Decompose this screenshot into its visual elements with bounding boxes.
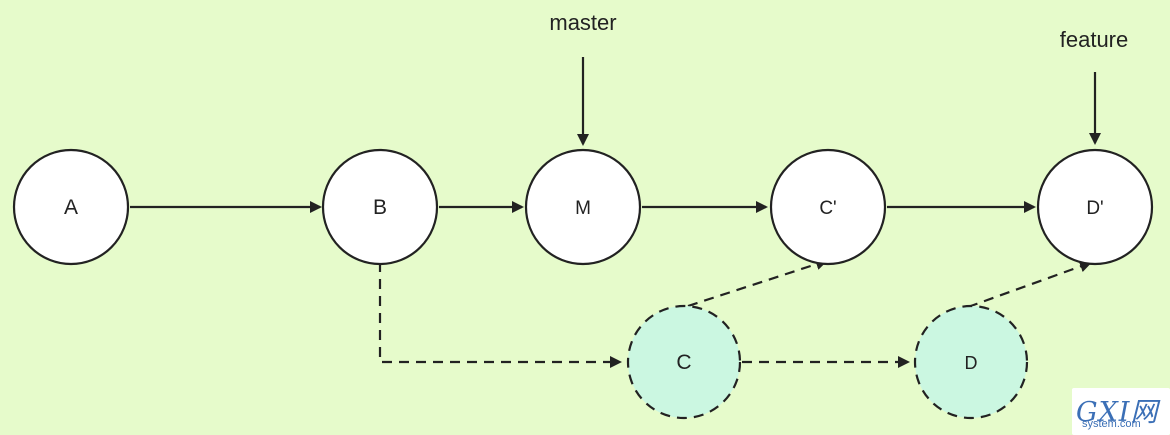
- feature-branch-label: feature: [1060, 27, 1129, 52]
- site-watermark: GXI网 system.com: [1072, 388, 1170, 435]
- commit-label-b: B: [373, 196, 387, 219]
- commit-label-m: M: [575, 198, 591, 219]
- commit-label-d-prime: D': [1086, 198, 1103, 219]
- edge-c-to-c-prime-dashed: [687, 258, 828, 308]
- old-commit-node-c: C: [626, 304, 742, 420]
- edge-d-to-d-prime-dashed: [967, 260, 1092, 309]
- edge-b-to-c-dashed: [378, 262, 622, 368]
- commit-label-c-prime: C': [819, 198, 836, 219]
- commit-node-m: M: [524, 148, 642, 266]
- watermark-logo: GXI网: [1076, 397, 1159, 428]
- old-commit-node-d: D: [913, 304, 1029, 420]
- commit-node-b: B: [321, 148, 439, 266]
- commit-node-d-prime: D': [1036, 148, 1154, 266]
- watermark-site: system.com: [1082, 418, 1141, 430]
- master-branch-label: master: [549, 10, 616, 35]
- commit-label-c: C: [676, 351, 691, 374]
- commit-node-c-prime: C': [769, 148, 887, 266]
- commit-label-d: D: [965, 353, 978, 373]
- commit-label-a: A: [64, 196, 78, 219]
- commit-node-a: A: [12, 148, 130, 266]
